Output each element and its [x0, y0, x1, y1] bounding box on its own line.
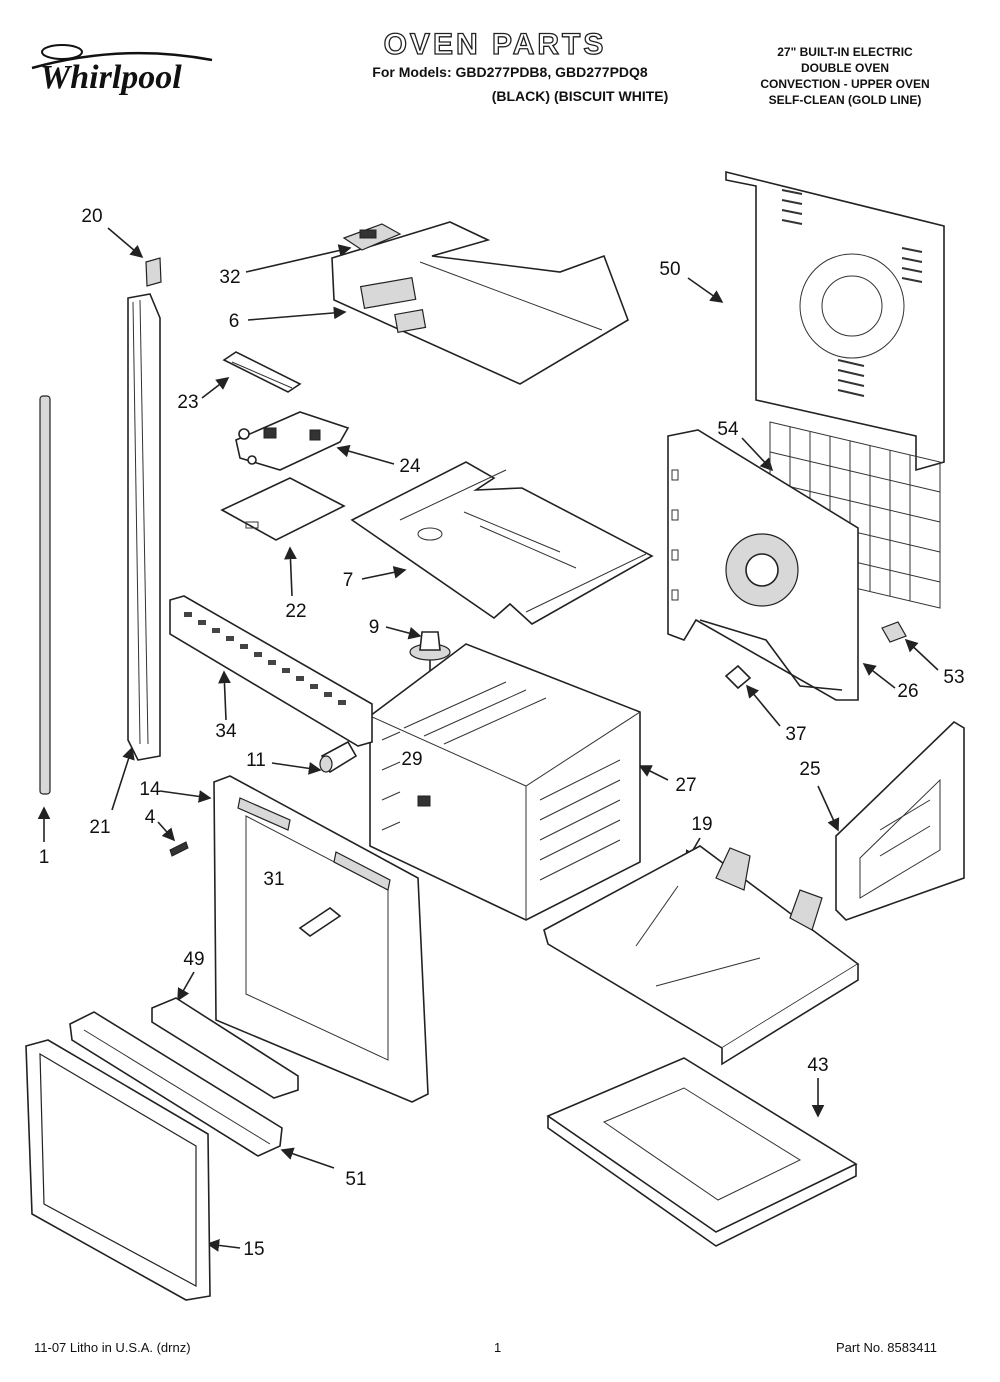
part-1-rod: [39, 395, 51, 795]
callout-label: 53: [943, 667, 965, 688]
callout-label: 34: [215, 721, 237, 742]
part-23-bracket: [222, 351, 302, 393]
callout-label: 43: [807, 1055, 829, 1076]
callout-label: 24: [399, 456, 421, 477]
callout-label: 20: [81, 206, 103, 227]
part-51-door-handle: [69, 1011, 283, 1157]
part-14-door-frame: [213, 775, 429, 1103]
part-26-fan-housing: [667, 429, 859, 701]
callout-label: 37: [785, 724, 807, 745]
part-50-rear-panel: [725, 170, 945, 472]
spec-line: 27" BUILT-IN ELECTRIC: [777, 45, 913, 59]
callout-label: 1: [38, 847, 50, 868]
appliance-spec: 27" BUILT-IN ELECTRIC DOUBLE OVEN CONVEC…: [720, 44, 970, 108]
callout-label: 14: [139, 779, 161, 800]
callout-label: 19: [691, 814, 713, 835]
part-15-door-gasket: [25, 1039, 211, 1301]
leader-lines: [37, 227, 939, 1252]
callout-label: 54: [717, 419, 739, 440]
model-numbers: For Models: GBD277PDB8, GBD277PDQ8: [372, 64, 648, 80]
callout-label: 9: [368, 617, 380, 638]
part-49-trim: [151, 997, 299, 1099]
part-7-panel: [350, 461, 654, 625]
part-53-clip: [881, 621, 907, 643]
part-number: Part No. 8583411: [836, 1340, 937, 1355]
part-34-control-panel: [169, 595, 373, 747]
brand-wordmark: Whirlpool: [40, 59, 182, 96]
callout-label: 4: [144, 807, 156, 828]
model-colors: (BLACK) (BISCUIT WHITE): [491, 88, 669, 104]
callout-label: 29: [401, 749, 423, 770]
part-24-sensor-assembly: [235, 411, 350, 471]
callout-label: 6: [228, 311, 240, 332]
page-title: OVEN PARTS: [383, 27, 607, 61]
callout-label: 27: [675, 775, 697, 796]
part-29-fitting: [417, 795, 431, 807]
callout-label: 31: [263, 869, 285, 890]
callout-label: 25: [799, 759, 821, 780]
callout-label: 7: [342, 570, 354, 591]
spec-line: CONVECTION - UPPER OVEN: [760, 77, 930, 91]
part-37-bracket: [724, 664, 752, 690]
part-11-cylinder: [319, 740, 358, 774]
callout-label: 23: [177, 392, 199, 413]
spec-line: SELF-CLEAN (GOLD LINE): [768, 93, 922, 107]
page-number: 1: [494, 1340, 502, 1355]
callout-label: 11: [246, 750, 266, 771]
spec-line: DOUBLE OVEN: [800, 61, 889, 75]
part-20-clip: [145, 257, 162, 287]
callout-label: 32: [219, 267, 241, 288]
part-27-oven-cavity: [369, 643, 641, 921]
callout-label: 26: [897, 681, 919, 702]
callout-label: 21: [89, 817, 111, 838]
part-43-drip-tray: [546, 1057, 858, 1247]
callout-label: 50: [659, 259, 681, 280]
whirlpool-logo: Whirlpool: [31, 44, 213, 96]
footer-litho: 11-07 Litho in U.S.A. (drnz): [34, 1340, 191, 1355]
callout-label: 15: [243, 1239, 265, 1260]
part-25-side-panel: [835, 720, 965, 921]
callout-label: 51: [345, 1169, 367, 1190]
part-4-screw: [169, 841, 189, 857]
callout-label: 22: [285, 601, 307, 622]
part-6-top-panel: [331, 221, 629, 385]
part-9-thermostat: [409, 631, 451, 712]
part-31-hinge: [298, 907, 342, 937]
part-19-bottom-pan: [543, 845, 860, 1066]
callout-label: 49: [183, 949, 205, 970]
part-22-plate: [220, 477, 346, 541]
